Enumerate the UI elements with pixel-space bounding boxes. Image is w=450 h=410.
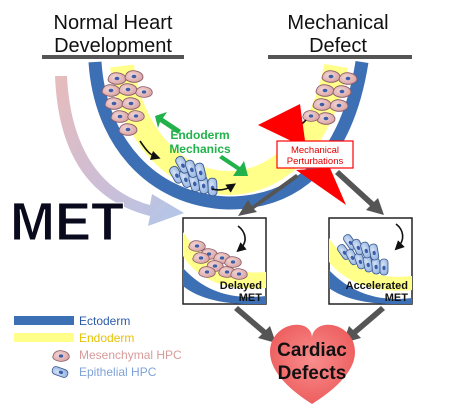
grey-arrow-to-delayed-icon	[238, 174, 299, 216]
grey-arrow-accelerated-to-heart-icon	[343, 306, 385, 343]
legend-ectoderm: Ectoderm	[79, 314, 130, 328]
perturbations-label-box	[276, 140, 354, 169]
accelerated-endoderm-band	[329, 238, 412, 291]
met-label: MET	[10, 192, 124, 252]
accelerated-met-panel: Accelerated MET	[328, 217, 413, 305]
legend: Ectoderm Endoderm Mesenchymal HPC Epithe…	[14, 314, 182, 380]
outcome-line1: Cardiac	[277, 340, 347, 361]
delayed-line1: Delayed	[220, 280, 262, 292]
curved-arrow-small-1	[139, 140, 161, 161]
epithelial-cell-icon	[50, 364, 70, 380]
legend-mesenchymal: Mesenchymal HPC	[79, 348, 182, 362]
mesenchymal-cell-icon	[52, 350, 70, 362]
accelerated-ectoderm-band	[329, 270, 412, 304]
accelerated-curved-arrow	[394, 223, 405, 251]
endoderm-mechanics-arrows: Endoderm Mechanics	[155, 112, 248, 176]
mechanical-perturbation-triangles	[258, 104, 346, 205]
perturbations-line2: Perturbations	[287, 156, 344, 167]
mechanical-perturbations-box: Mechanical Perturbations	[276, 140, 354, 169]
endoderm-mechanics-line1: Endoderm	[170, 128, 229, 142]
legend-endoderm: Endoderm	[79, 331, 134, 345]
met-gradient-arrow-icon	[55, 76, 184, 226]
green-arrow-down-icon	[219, 155, 248, 176]
red-triangle-upper-icon	[258, 104, 306, 148]
green-arrow-up-icon	[155, 112, 181, 134]
header-right-line1: Mechanical	[287, 12, 388, 34]
header-left-line2: Development	[54, 35, 172, 57]
delayed-line2: MET	[239, 292, 263, 304]
grey-arrows-to-heart	[234, 306, 385, 343]
curved-arrow-small-2	[211, 183, 236, 193]
grey-arrow-delayed-to-heart-icon	[234, 306, 276, 343]
delayed-ectoderm-band	[183, 268, 266, 304]
heart-icon	[270, 324, 355, 404]
accelerated-line2: MET	[385, 292, 409, 304]
ectoderm-swatch	[14, 316, 74, 325]
accelerated-line1: Accelerated	[346, 280, 408, 292]
outcome-line2: Defects	[278, 363, 347, 384]
ectoderm-layer	[88, 60, 369, 210]
header-left-line1: Normal Heart	[54, 12, 173, 34]
endoderm-swatch	[14, 333, 74, 342]
header-normal-development: Normal Heart Development	[42, 12, 184, 59]
grey-arrows-to-panels	[238, 170, 384, 216]
cardiac-defects-heart: Cardiac Defects	[270, 324, 355, 404]
grey-arrow-to-accelerated-icon	[335, 170, 384, 215]
endoderm-mechanics-line2: Mechanics	[169, 142, 231, 156]
delayed-met-panel: Delayed MET	[182, 217, 267, 305]
met-arrow: MET	[10, 76, 184, 253]
delayed-curved-arrow	[236, 225, 247, 253]
header-right-line2: Defect	[309, 35, 367, 57]
perturbations-line1: Mechanical	[291, 145, 339, 156]
red-triangle-lower-icon	[296, 168, 346, 205]
header-mechanical-defect: Mechanical Defect	[268, 12, 412, 59]
legend-epithelial: Epithelial HPC	[79, 365, 157, 379]
